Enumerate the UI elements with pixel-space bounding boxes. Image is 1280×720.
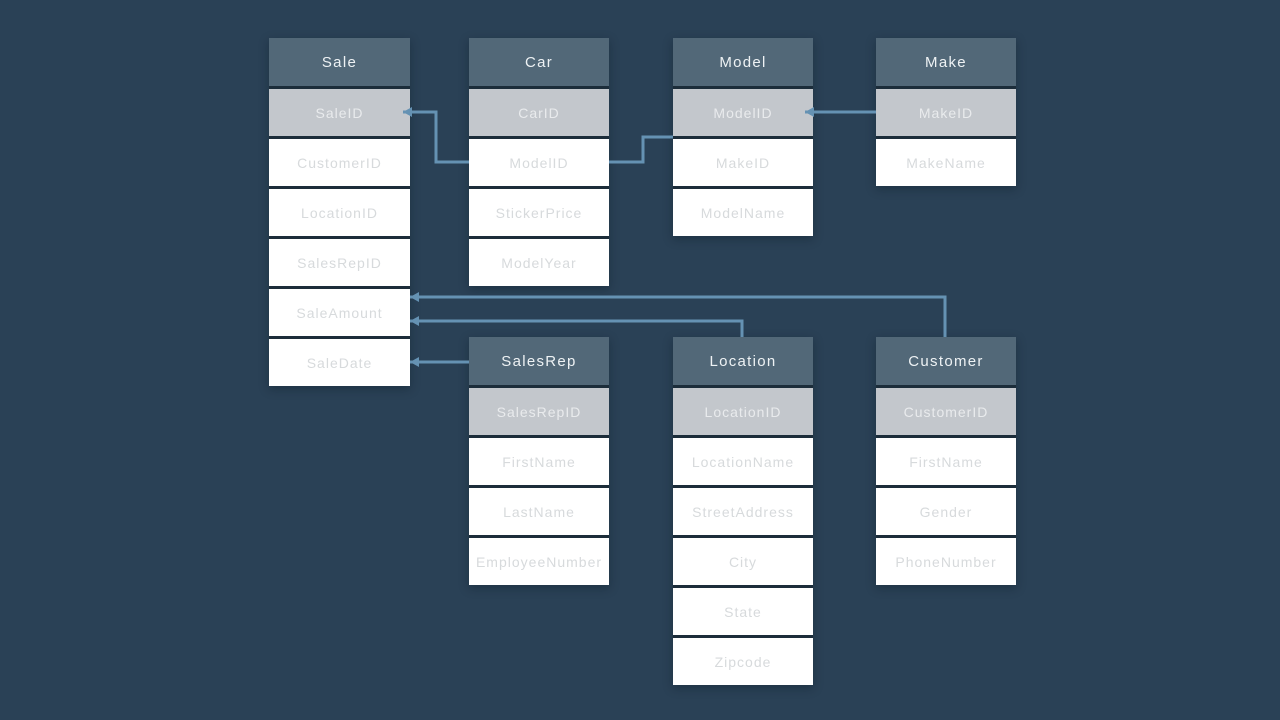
field-location-streetaddress: StreetAddress <box>673 488 813 535</box>
field-car-modelid: ModelID <box>469 139 609 186</box>
field-sale-locationid: LocationID <box>269 189 410 236</box>
field-location-locationname: LocationName <box>673 438 813 485</box>
field-car-stickerprice: StickerPrice <box>469 189 609 236</box>
field-car-carid-pk: CarID <box>469 89 609 136</box>
field-customer-phonenumber: PhoneNumber <box>876 538 1016 585</box>
field-location-state: State <box>673 588 813 635</box>
field-location-city: City <box>673 538 813 585</box>
table-title-sale: Sale <box>269 38 410 86</box>
table-title-car: Car <box>469 38 609 86</box>
table-title-location: Location <box>673 337 813 385</box>
table-title-customer: Customer <box>876 337 1016 385</box>
field-sale-saleid-pk: SaleID <box>269 89 410 136</box>
field-model-modelname: ModelName <box>673 189 813 236</box>
field-sale-salesrepid: SalesRepID <box>269 239 410 286</box>
field-sale-saleamount: SaleAmount <box>269 289 410 336</box>
field-car-modelyear: ModelYear <box>469 239 609 286</box>
table-title-salesrep: SalesRep <box>469 337 609 385</box>
field-customer-customerid-pk: CustomerID <box>876 388 1016 435</box>
field-location-locationid-pk: LocationID <box>673 388 813 435</box>
field-sale-customerid: CustomerID <box>269 139 410 186</box>
field-model-makeid: MakeID <box>673 139 813 186</box>
field-make-makename: MakeName <box>876 139 1016 186</box>
field-salesrep-firstname: FirstName <box>469 438 609 485</box>
table-title-make: Make <box>876 38 1016 86</box>
field-customer-gender: Gender <box>876 488 1016 535</box>
field-salesrep-lastname: LastName <box>469 488 609 535</box>
field-customer-firstname: FirstName <box>876 438 1016 485</box>
field-location-zipcode: Zipcode <box>673 638 813 685</box>
field-make-makeid-pk: MakeID <box>876 89 1016 136</box>
field-model-modelid-pk: ModelID <box>673 89 813 136</box>
table-title-model: Model <box>673 38 813 86</box>
field-salesrep-salesrepid-pk: SalesRepID <box>469 388 609 435</box>
field-sale-saledate: SaleDate <box>269 339 410 386</box>
field-salesrep-employeenumber: EmployeeNumber <box>469 538 609 585</box>
